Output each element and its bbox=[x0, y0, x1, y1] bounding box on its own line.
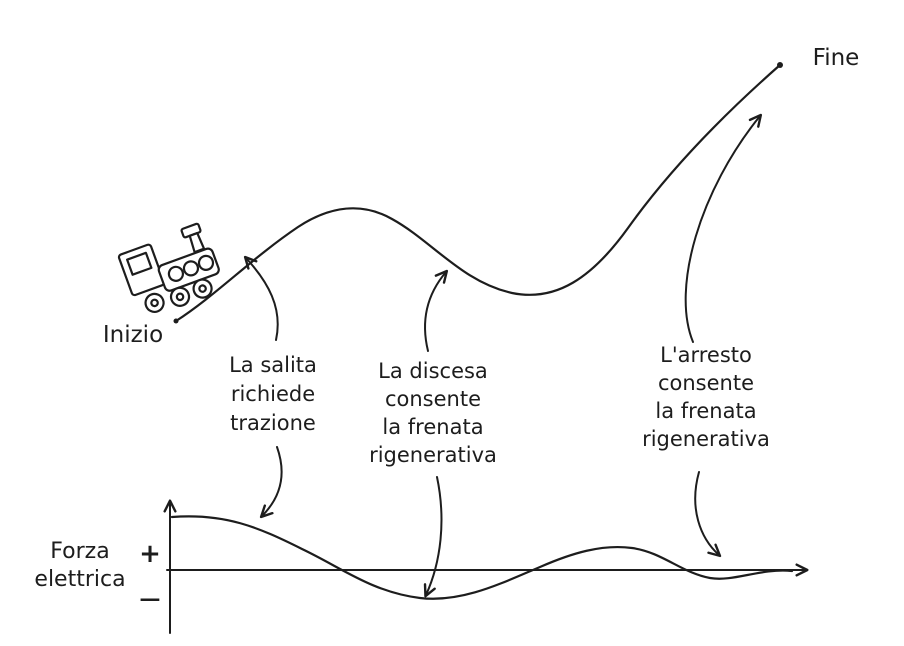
arrow-discesa-to-force bbox=[423, 476, 443, 598]
force-minus-sign: − bbox=[137, 582, 163, 617]
arrow-arresto-to-track bbox=[684, 113, 763, 343]
fine-label: Fine bbox=[812, 45, 860, 71]
arrow-discesa-to-track bbox=[424, 269, 449, 352]
annotation-arresto: L'arresto consente la frenata rigenerati… bbox=[642, 343, 770, 451]
inizio-label: Inizio bbox=[102, 322, 164, 348]
annotation-salita: La salita richiede trazione bbox=[229, 353, 317, 435]
track-start-dot bbox=[173, 318, 179, 324]
arrow-salita-to-track bbox=[243, 255, 279, 341]
annotation-arrows bbox=[243, 113, 763, 598]
force-axis-title: Forza elettrica bbox=[34, 539, 126, 592]
arrow-arresto-to-force bbox=[694, 471, 722, 558]
track-curve bbox=[174, 63, 782, 323]
force-curve bbox=[170, 515, 794, 600]
force-plus-sign: + bbox=[139, 539, 161, 569]
track-profile bbox=[173, 62, 783, 324]
train-icon bbox=[117, 222, 220, 313]
track-end-dot bbox=[777, 62, 783, 68]
force-axis bbox=[163, 499, 809, 634]
annotation-discesa: La discesa consente la frenata rigenerat… bbox=[369, 359, 497, 467]
arrow-salita-to-force bbox=[259, 446, 283, 519]
